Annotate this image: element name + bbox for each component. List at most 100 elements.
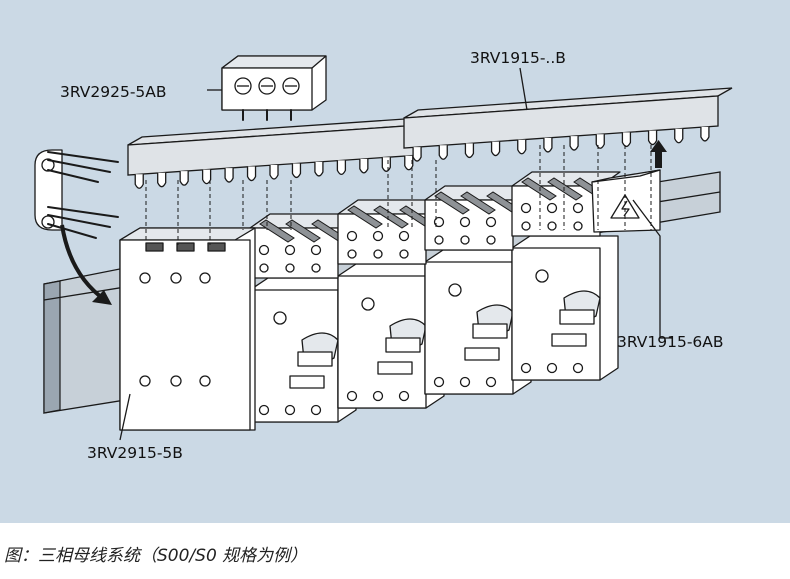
feeder-terminal-block — [119, 227, 256, 431]
terminal-screw-icon — [572, 202, 584, 214]
busbar-tooth — [134, 174, 144, 189]
busbar-tooth — [336, 160, 347, 176]
label-cover: 3RV1915-6AB — [617, 333, 724, 351]
comb-pin — [521, 177, 557, 201]
comb-pin — [259, 219, 295, 243]
busbar-tooth — [157, 172, 167, 188]
comb-pin — [373, 205, 409, 229]
terminal-screw-icon — [459, 376, 471, 388]
comb-pin — [547, 177, 583, 201]
screw-icon — [448, 283, 462, 297]
label-slot — [377, 361, 413, 375]
label-feeder-terminal: 3RV2915-5B — [87, 444, 183, 462]
label-busbar: 3RV1915-..B — [470, 49, 566, 67]
handle-grip — [472, 323, 508, 339]
dashed-guide-lines — [145, 145, 652, 245]
handle-grip — [385, 337, 421, 353]
terminal-screw-icon — [572, 362, 584, 374]
comb-pin — [347, 205, 383, 229]
terminal-screw-icon — [258, 244, 270, 256]
terminal-screw-icon — [459, 216, 471, 228]
terminal-screw-icon — [460, 235, 470, 245]
busbar-tooth — [700, 126, 710, 142]
busbar-tooth — [404, 155, 414, 171]
top-terminal-block — [221, 55, 327, 121]
label-top-terminal: 3RV2925-5AB — [60, 83, 167, 101]
curved-arrow-icon — [60, 224, 112, 305]
terminal-screw-icon — [485, 216, 497, 228]
figure-caption: 图：三相母线系统（S00/S0 规格为例） — [4, 546, 308, 566]
terminal-screw-icon — [399, 249, 409, 259]
up-arrow-icon — [650, 140, 667, 168]
three-pin-connector — [34, 149, 119, 239]
terminal-screw-icon — [433, 376, 445, 388]
comb-pin — [434, 191, 470, 215]
terminal-screw-icon — [434, 235, 444, 245]
motor-starter-1 — [249, 277, 357, 423]
busbar-tooth — [517, 139, 527, 155]
busbar-tooth — [291, 163, 302, 179]
terminal-screw-icon — [347, 249, 357, 259]
terminal-screw-icon — [546, 362, 558, 374]
terminal-screw-icon — [310, 404, 322, 416]
motor-starter-3 — [424, 249, 532, 395]
terminal-screw-icon — [373, 249, 383, 259]
terminal-module-2 — [337, 199, 447, 265]
busbar-tooth — [464, 143, 475, 159]
label-slot — [289, 375, 325, 389]
busbar-tooth — [246, 166, 257, 182]
leader-lines — [119, 67, 672, 441]
terminal-screw-icon — [346, 230, 358, 242]
motor-starter-4 — [511, 235, 619, 381]
cover-plate — [591, 169, 661, 233]
busbar-tooth — [438, 145, 448, 160]
busbar-tooth — [381, 157, 391, 172]
busbar-tooth — [224, 168, 234, 183]
label-slot — [551, 333, 587, 347]
terminal-screw-icon — [486, 235, 496, 245]
terminal-screw-icon — [520, 362, 532, 374]
terminal-screw-icon — [398, 230, 410, 242]
terminal-screw-icon — [284, 404, 296, 416]
busbar-tooth — [179, 171, 189, 186]
screw-icon — [273, 311, 287, 325]
comb-pin — [285, 219, 321, 243]
terminal-screw-icon — [546, 202, 558, 214]
busbar-tooth — [621, 132, 632, 148]
terminal-screw-icon — [398, 390, 410, 402]
busbar-tooth — [647, 130, 658, 146]
terminal-screw-icon — [521, 221, 531, 231]
screw-icon — [361, 297, 375, 311]
motor-starter-row — [249, 235, 619, 423]
terminal-screw-icon — [520, 202, 532, 214]
busbar-tooth — [269, 165, 279, 180]
busbar-tooth — [490, 141, 501, 157]
busbar-tooth — [543, 137, 553, 153]
busbar-right — [403, 87, 733, 162]
terminal-screw-icon — [372, 230, 384, 242]
busbar-tooth — [595, 134, 605, 149]
busbar-tooth — [314, 161, 324, 177]
terminal-screw-icon — [258, 404, 270, 416]
terminal-screw-icon — [433, 216, 445, 228]
terminal-row — [249, 171, 621, 279]
handle-grip — [297, 351, 333, 367]
terminal-screw-icon — [573, 221, 583, 231]
terminal-module-4 — [511, 171, 621, 237]
terminal-screw-icon — [284, 244, 296, 256]
comb-pin — [460, 191, 496, 215]
terminal-screw-icon — [346, 390, 358, 402]
terminal-screw-icon — [547, 221, 557, 231]
terminal-screw-icon — [485, 376, 497, 388]
busbar-front-face — [403, 95, 719, 149]
busbar-tooth — [674, 128, 684, 144]
terminal-screw-icon — [285, 263, 295, 273]
terminal-screw-icon — [310, 244, 322, 256]
terminal-screw-icon — [311, 263, 321, 273]
screw-icon — [535, 269, 549, 283]
terminal-screw-icon — [259, 263, 269, 273]
busbar-left — [127, 116, 435, 189]
busbar-tooth — [412, 147, 422, 162]
